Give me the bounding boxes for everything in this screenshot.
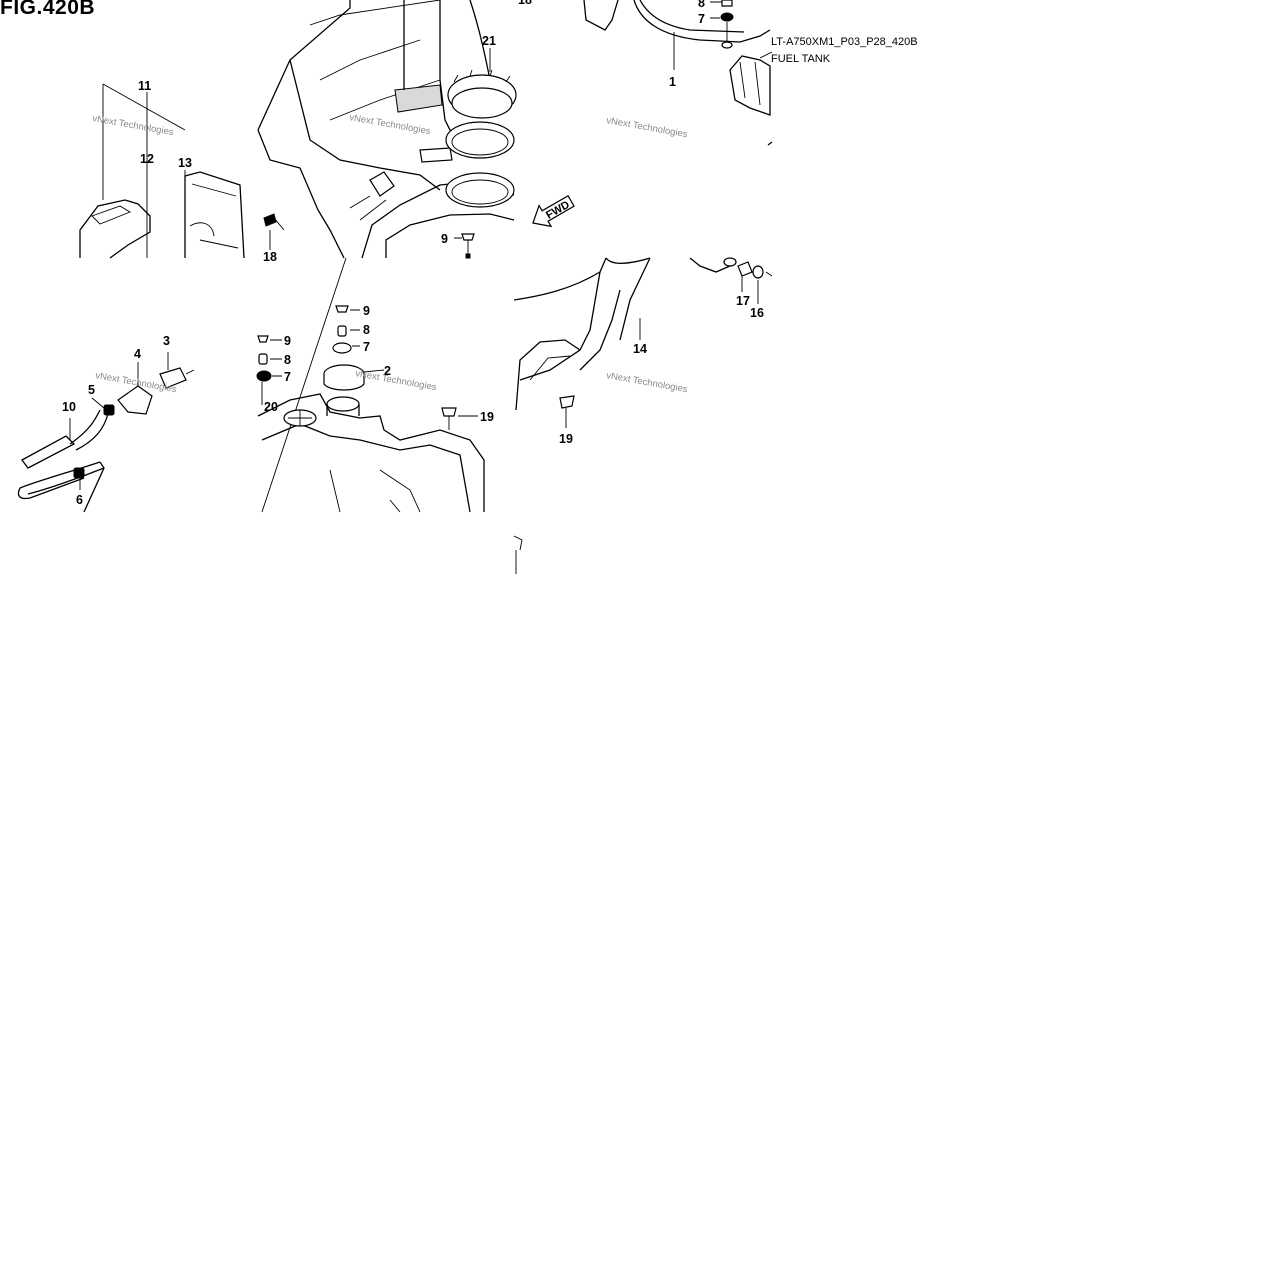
fwd-label: FWD [544, 199, 572, 222]
fwd-arrow: FWD [532, 194, 575, 228]
callout-2: 2 [384, 364, 391, 378]
callout-labels: 11 12 13 18 21 18 9 8 7 1 3 4 5 10 6 9 8… [62, 0, 764, 507]
callout-16: 16 [750, 306, 764, 320]
callout-18-mid: 18 [263, 250, 277, 264]
panel-bottom-middle [256, 257, 485, 513]
assembly-name: FUEL TANK [771, 53, 831, 65]
callout-14: 14 [633, 342, 647, 356]
callout-19-mid: 19 [480, 410, 494, 424]
watermarks: vNext Technologies vNext Technologies vN… [91, 112, 688, 395]
callout-9-top: 9 [441, 232, 448, 246]
callout-8-center: 8 [363, 323, 370, 337]
callout-7-center: 7 [363, 340, 370, 354]
svg-text:vNext Technologies: vNext Technologies [348, 112, 431, 137]
svg-text:vNext Technologies: vNext Technologies [605, 370, 688, 395]
panel-top-right [583, 0, 773, 146]
figure-title: FIG.420B [0, 0, 96, 19]
callout-6: 6 [76, 493, 83, 507]
callout-4: 4 [134, 347, 141, 361]
svg-text:vNext Technologies: vNext Technologies [605, 115, 688, 140]
callout-19-right: 19 [559, 432, 573, 446]
callout-8-top: 8 [698, 0, 705, 10]
callout-17: 17 [736, 294, 750, 308]
callout-10: 10 [62, 400, 76, 414]
callout-7-top: 7 [698, 12, 705, 26]
callout-1: 1 [669, 75, 676, 89]
callout-21: 21 [482, 34, 496, 48]
callout-13: 13 [178, 156, 192, 170]
callout-3: 3 [163, 334, 170, 348]
svg-text:vNext Technologies: vNext Technologies [354, 368, 437, 393]
callout-5: 5 [88, 383, 95, 397]
drawing-code: LT-A750XM1_P03_P28_420B [771, 36, 918, 48]
callout-9-center: 9 [363, 304, 370, 318]
callout-20: 20 [264, 400, 278, 414]
panel-bottom-left [17, 352, 195, 513]
callout-9-left: 9 [284, 334, 291, 348]
panel-bottom-right [513, 257, 773, 574]
panel-top-left [79, 83, 245, 259]
callout-11: 11 [138, 79, 151, 93]
callout-18-top: 18 [518, 0, 532, 7]
panel-top-middle [257, 0, 517, 259]
callout-7-left: 7 [284, 370, 291, 384]
callout-8-left: 8 [284, 353, 291, 367]
callout-12: 12 [140, 152, 154, 166]
